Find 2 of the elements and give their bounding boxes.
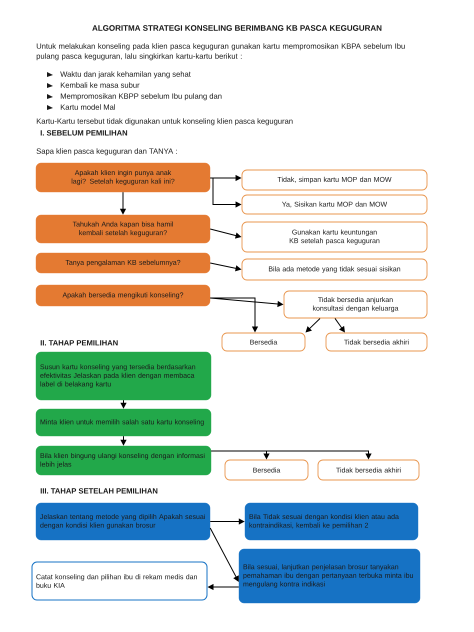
arrow (210, 528, 239, 582)
title: ALGORITMA STRATEGI KONSELING BERIMBANG KB PASCA KEGUGURAN (92, 25, 382, 31)
